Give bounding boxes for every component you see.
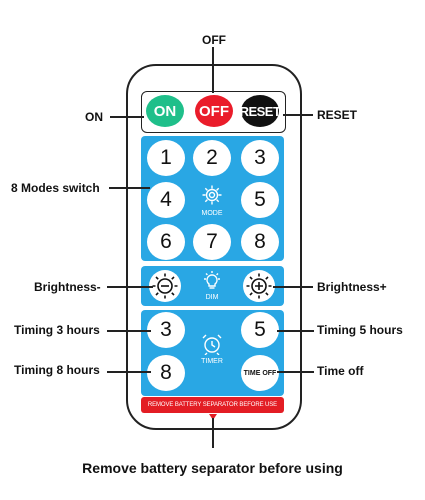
mode-button-1[interactable]: 1 xyxy=(147,140,185,176)
battery-separator-banner: REMOVE BATTERY SEPARATOR BEFORE USE xyxy=(141,397,284,413)
sun-plus-icon xyxy=(246,273,272,299)
timer-5-button[interactable]: 5 xyxy=(241,312,279,348)
callout-line-timing-3 xyxy=(107,330,151,332)
warning-arrow-icon xyxy=(209,414,217,420)
time-off-button[interactable]: TIME OFF xyxy=(241,355,279,391)
callout-line-brightness-minus xyxy=(107,286,153,288)
sun-minus-icon xyxy=(152,273,178,299)
mode-button-8[interactable]: 8 xyxy=(241,224,279,260)
mode-button-5[interactable]: 5 xyxy=(241,182,279,218)
label-on: ON xyxy=(85,110,103,124)
bottom-caption: Remove battery separator before using xyxy=(82,460,343,476)
label-time-off: Time off xyxy=(317,364,364,378)
label-reset: RESET xyxy=(317,108,358,122)
label-timing-8: Timing 8 hours xyxy=(14,363,100,377)
gear-icon xyxy=(202,185,222,205)
mode-button-4[interactable]: 4 xyxy=(147,182,185,218)
label-modes-switch: 8 Modes switch xyxy=(11,181,100,195)
callout-line-modes xyxy=(109,187,150,189)
alarm-clock-icon xyxy=(202,334,222,355)
callout-line-time-off xyxy=(277,371,314,373)
callout-line-timing-5 xyxy=(277,330,314,332)
mode-caption: MODE xyxy=(201,210,223,217)
callout-line-timing-8 xyxy=(107,371,151,373)
mode-button-7[interactable]: 7 xyxy=(193,224,231,260)
off-button[interactable]: OFF xyxy=(195,95,233,127)
label-brightness-minus: Brightness- xyxy=(34,280,101,294)
mode-button-6[interactable]: 6 xyxy=(147,224,185,260)
brightness-plus-button[interactable] xyxy=(243,270,275,302)
timer-caption: TIMER xyxy=(201,358,223,365)
brightness-minus-button[interactable] xyxy=(149,270,181,302)
timer-8-button[interactable]: 8 xyxy=(147,355,185,391)
dim-caption: DIM xyxy=(205,294,219,301)
label-timing-5: Timing 5 hours xyxy=(317,323,403,337)
reset-button[interactable]: RESET xyxy=(240,95,281,127)
callout-line-brightness-plus xyxy=(273,286,313,288)
label-brightness-plus: Brightness+ xyxy=(317,280,387,294)
callout-line-bottom xyxy=(212,418,214,448)
timer-3-button[interactable]: 3 xyxy=(147,312,185,348)
bulb-icon xyxy=(204,271,220,289)
callout-line-on xyxy=(110,116,144,118)
label-timing-3: Timing 3 hours xyxy=(14,323,100,337)
on-button[interactable]: ON xyxy=(146,95,184,127)
mode-button-3[interactable]: 3 xyxy=(241,140,279,176)
callout-line-off xyxy=(212,47,214,93)
label-off: OFF xyxy=(202,33,226,47)
mode-button-2[interactable]: 2 xyxy=(193,140,231,176)
callout-line-reset xyxy=(283,114,313,116)
